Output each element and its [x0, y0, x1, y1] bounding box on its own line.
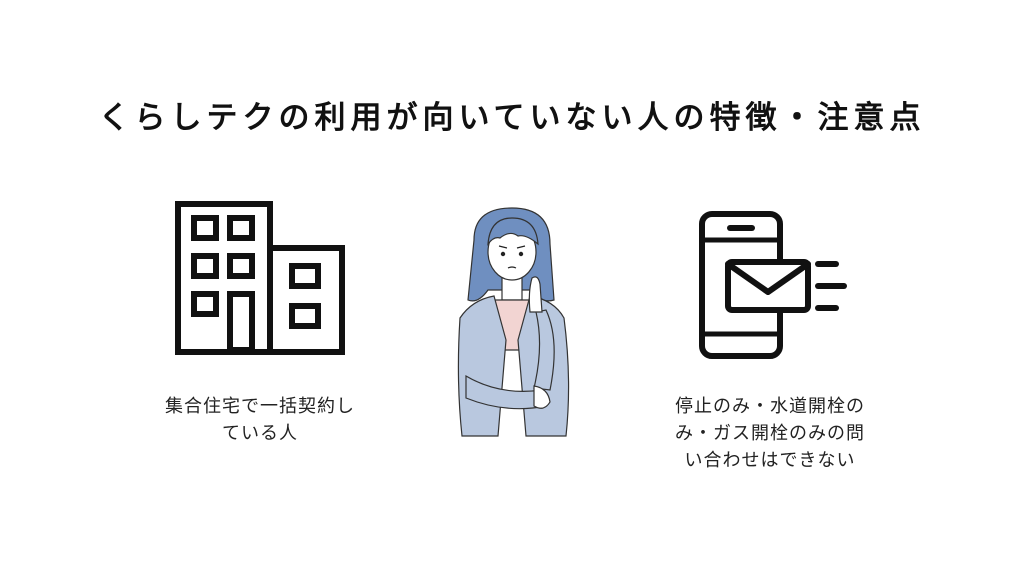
- caption-line: み・ガス開栓のみの問: [675, 423, 865, 444]
- caption-line: い合わせはできない: [684, 450, 856, 471]
- smartphone-mail-icon: [699, 211, 847, 359]
- caption-line: ている人: [222, 423, 298, 444]
- caption-line: 停止のみ・水道開栓の: [675, 396, 865, 417]
- thinking-woman-illustration: [457, 207, 570, 437]
- phone-caption: 停止のみ・水道開栓の み・ガス開栓のみの問 い合わせはできない: [630, 393, 910, 474]
- caption-line: 集合住宅で一括契約し: [165, 396, 355, 417]
- apartment-building-icon: [175, 201, 345, 355]
- building-caption: 集合住宅で一括契約し ている人: [120, 393, 400, 447]
- page-title: くらしテクの利用が向いていない人の特徴・注意点: [98, 100, 926, 136]
